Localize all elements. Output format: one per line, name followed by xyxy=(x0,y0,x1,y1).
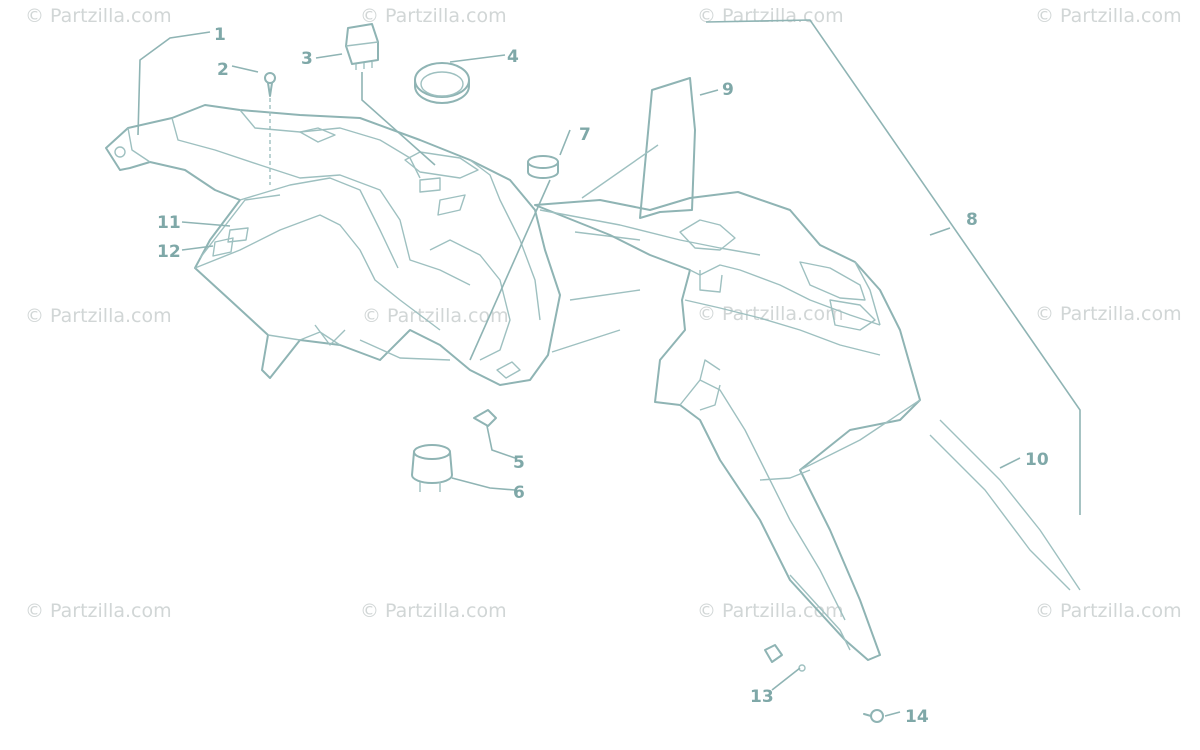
watermark: © Partzilla.com xyxy=(25,600,172,622)
indicator-socket xyxy=(411,444,453,492)
watermarks: © Partzilla.com © Partzilla.com © Partzi… xyxy=(25,5,1182,622)
callout-13: 13 xyxy=(750,687,774,707)
watermark: © Partzilla.com xyxy=(360,5,507,27)
gauge-ring xyxy=(414,62,470,104)
screw xyxy=(264,72,276,185)
watermark: © Partzilla.com xyxy=(697,5,844,27)
callout-12: 12 xyxy=(157,242,181,262)
callout-4: 4 xyxy=(507,47,519,67)
watermark: © Partzilla.com xyxy=(1035,5,1182,27)
watermark: © Partzilla.com xyxy=(25,5,172,27)
front-body-panel xyxy=(105,104,561,386)
watermark: © Partzilla.com xyxy=(360,600,507,622)
leader-lines xyxy=(137,19,1081,717)
watermark: © Partzilla.com xyxy=(1035,303,1182,325)
watermark: © Partzilla.com xyxy=(25,305,172,327)
grommet xyxy=(527,155,559,179)
callout-14: 14 xyxy=(905,707,929,727)
callout-3: 3 xyxy=(301,49,313,69)
rear-side-panel xyxy=(534,191,1081,661)
callout-1: 1 xyxy=(214,25,226,45)
callout-8: 8 xyxy=(966,210,978,230)
callout-2: 2 xyxy=(217,60,229,80)
callout-numbers: 1 2 3 4 5 6 7 8 9 10 11 12 13 14 xyxy=(157,25,1049,727)
callout-9: 9 xyxy=(722,80,734,100)
watermark: © Partzilla.com xyxy=(1035,600,1182,622)
watermark: © Partzilla.com xyxy=(362,305,509,327)
callout-10: 10 xyxy=(1025,450,1049,470)
callout-7: 7 xyxy=(579,125,591,145)
watermark: © Partzilla.com xyxy=(697,600,844,622)
callout-11: 11 xyxy=(157,213,181,233)
rivet xyxy=(863,709,884,723)
watermark: © Partzilla.com xyxy=(697,303,844,325)
callout-5: 5 xyxy=(513,453,525,473)
push-nut xyxy=(764,644,806,672)
rocker-switch xyxy=(345,23,379,70)
callout-6: 6 xyxy=(513,483,525,503)
retaining-clip xyxy=(473,409,497,427)
upper-fin-panel xyxy=(574,77,696,241)
